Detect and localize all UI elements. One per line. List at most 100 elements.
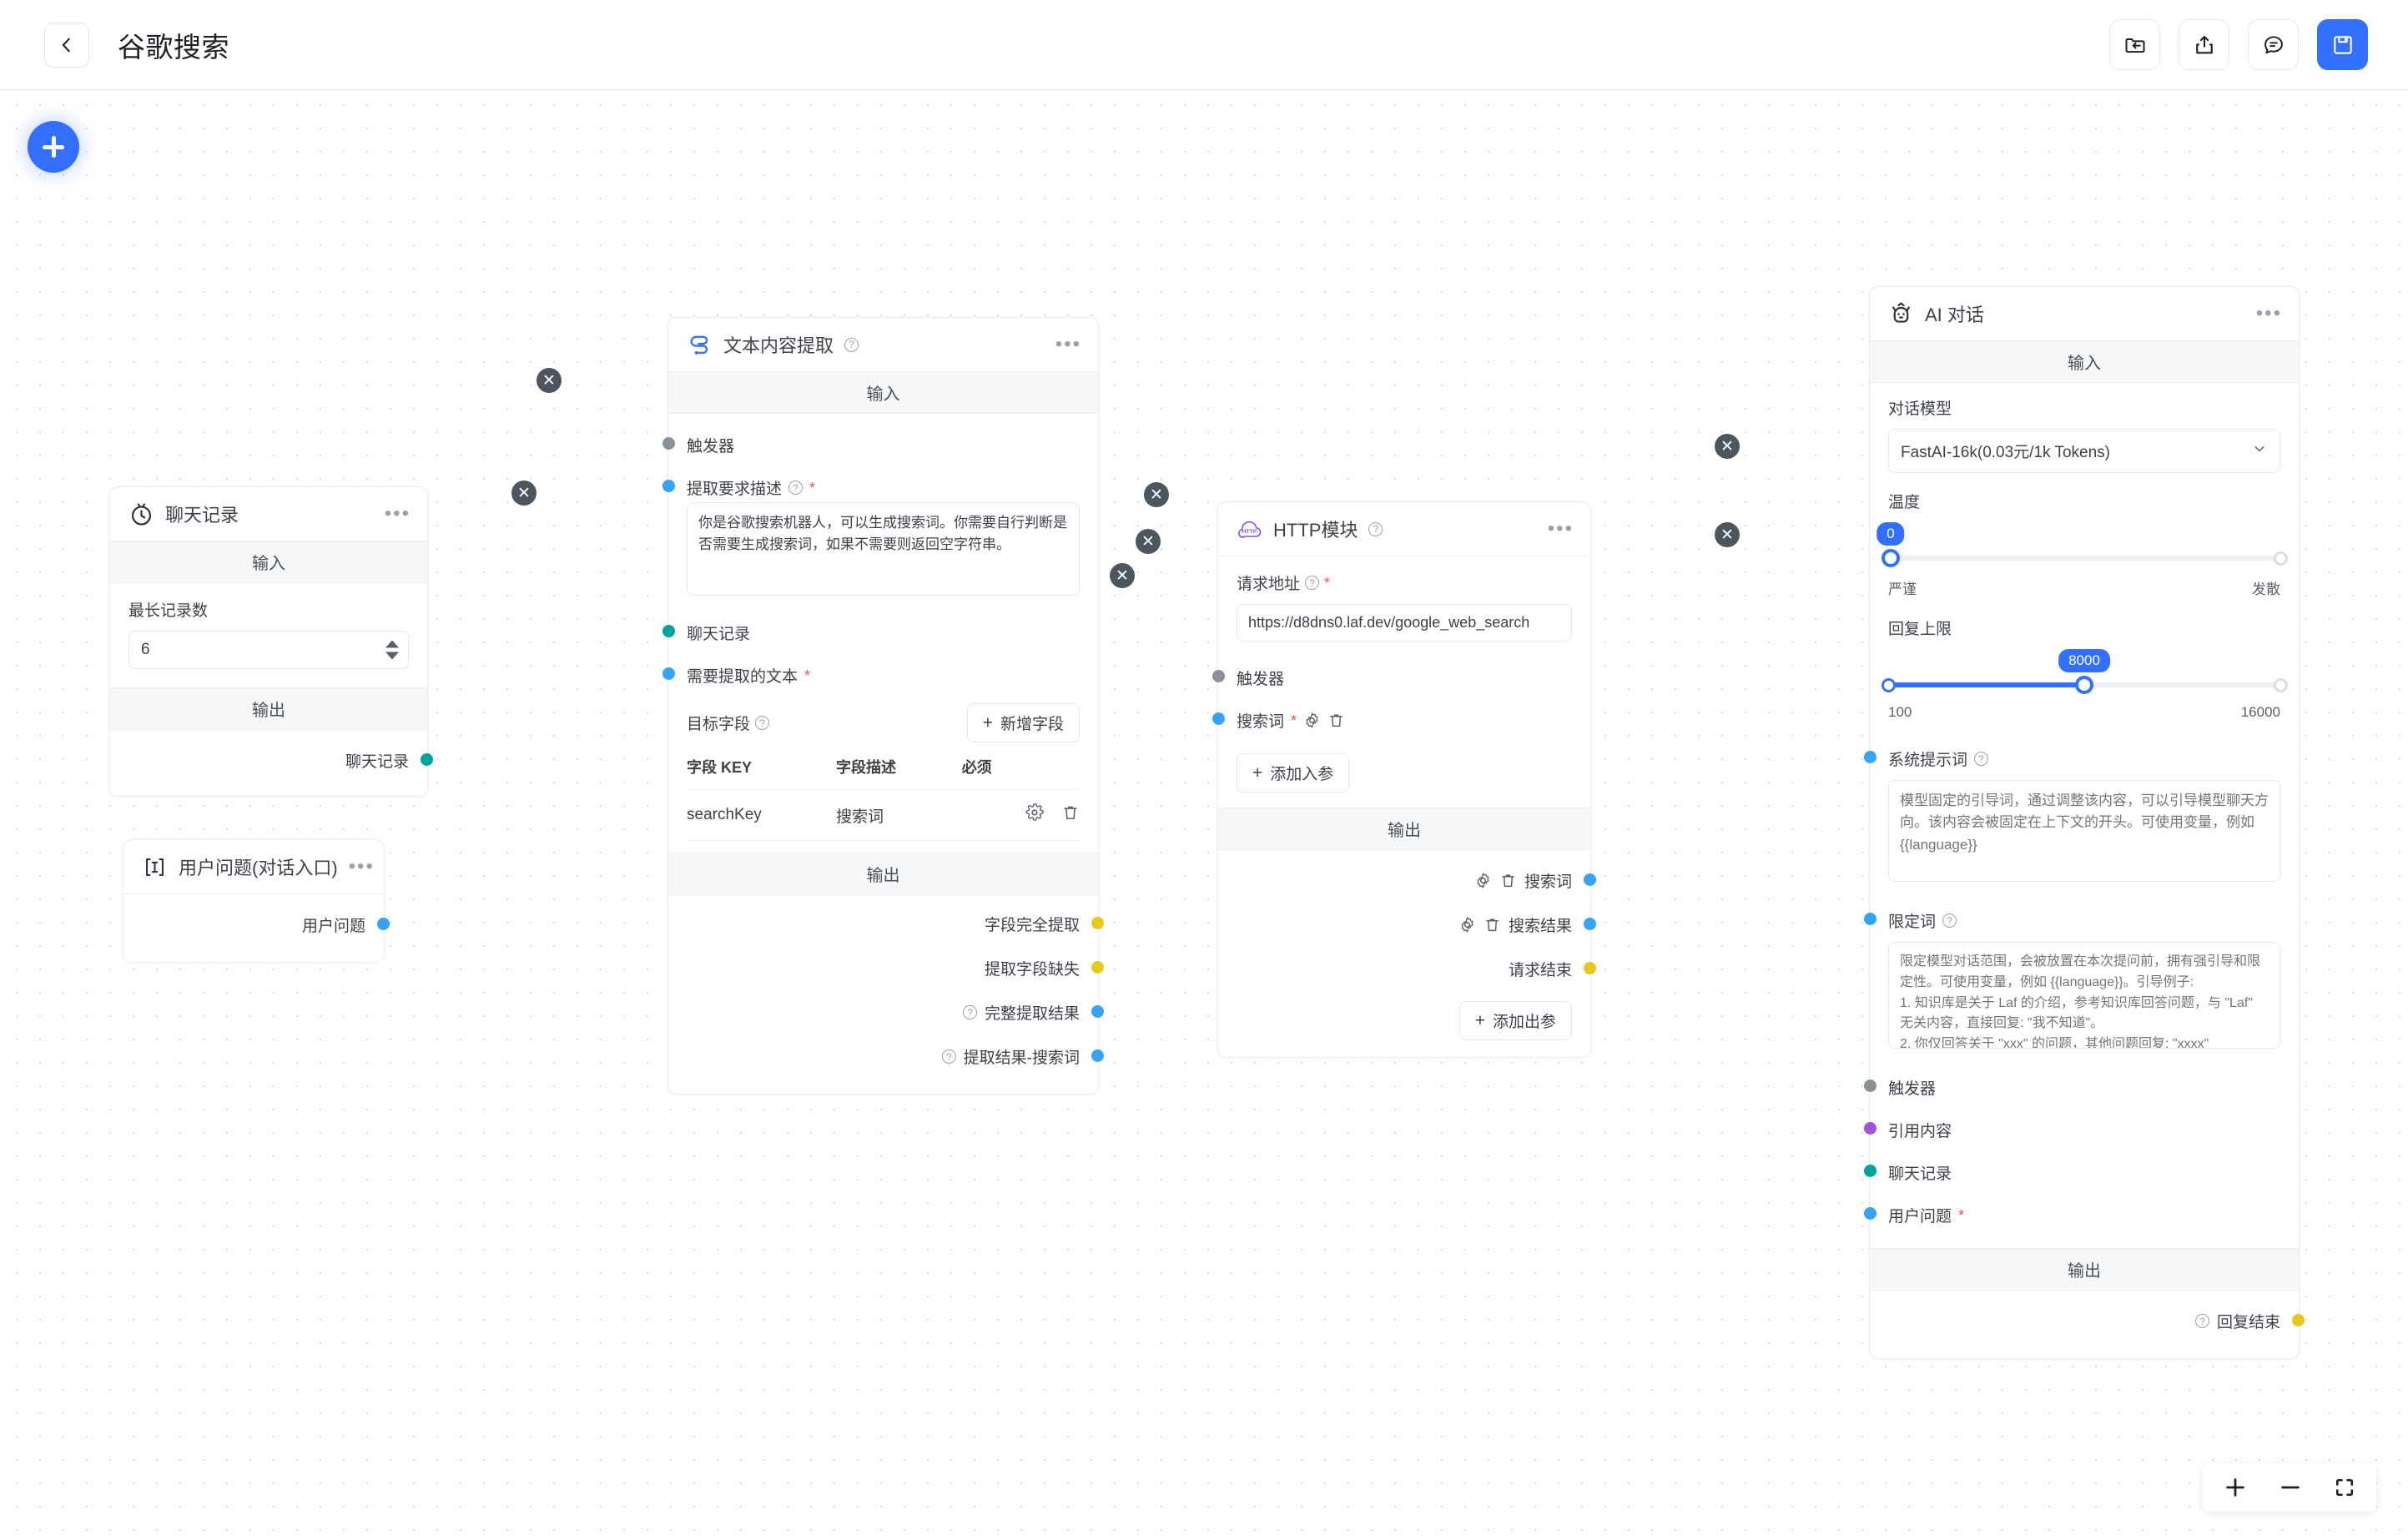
node-ai-chat[interactable]: AI 对话 ••• 输入 对话模型 FastAI-16k(0.03元/1k To… [1864,286,2305,1359]
node-header[interactable]: HTTP HTTP模块 ? ••• [1218,502,1590,556]
max-records-stepper[interactable] [128,631,409,669]
model-select[interactable]: FastAI-16k(0.03元/1k Tokens) [1888,429,2280,473]
input-port-text[interactable] [662,667,675,680]
edge-delete-4[interactable]: ✕ [1136,529,1161,554]
add-input-param-button[interactable]: + 添加入参 [1237,753,1350,793]
gear-icon[interactable] [1025,803,1044,827]
help-icon[interactable]: ? [1368,521,1383,536]
output-port-field-missing[interactable] [1091,961,1104,974]
edge-delete-7[interactable]: ✕ [1715,522,1740,547]
trash-icon[interactable] [1327,712,1345,729]
node-user-question[interactable]: 用户问题(对话入口) ••• 用户问题 [123,839,390,963]
stepper-up-icon[interactable] [385,640,399,648]
input-port-desc[interactable] [662,480,675,492]
add-output-param-button[interactable]: + 添加出参 [1458,1001,1572,1040]
stepper-arrows[interactable] [385,640,399,660]
help-icon[interactable]: ? [844,337,859,352]
node-chat-history[interactable]: 聊天记录 ••• 输入 最长记录数 输出 聊天记录 [109,486,433,797]
input-row-user-question: 用户问题 * [1864,1194,2280,1236]
output-port-search-result[interactable] [1584,918,1596,930]
edge-delete-1[interactable]: ✕ [537,368,562,393]
stepper-down-icon[interactable] [385,652,399,660]
input-port-quote[interactable] [1864,1122,1877,1135]
output-port-full-result[interactable] [1091,1005,1104,1018]
folder-import-button[interactable] [2109,19,2160,70]
input-port-chat-history[interactable] [1864,1165,1877,1177]
node-menu-button[interactable]: ••• [348,855,375,878]
system-prompt-textarea[interactable] [1888,780,2280,882]
edge-delete-5[interactable]: ✕ [1110,563,1135,588]
temperature-knob[interactable] [1882,549,1900,567]
max-tokens-scale: 100 16000 [1888,704,2280,721]
flow-canvas[interactable]: ✕ ✕ ✕ ✕ ✕ ✕ ✕ 聊天记录 ••• 输入 最长记录数 [0,90,2408,1540]
input-port-qualifier[interactable] [1864,913,1877,925]
temperature-knob-max[interactable] [2274,551,2288,566]
output-port-field-complete[interactable] [1091,917,1104,929]
output-port-chat-history[interactable] [421,753,433,766]
http-url-input[interactable] [1237,604,1572,642]
slider-track[interactable] [1888,556,2280,561]
node-menu-button[interactable]: ••• [2255,302,2282,325]
qualifier-textarea[interactable] [1888,942,2280,1049]
node-menu-button[interactable]: ••• [384,502,411,525]
output-port-search-key[interactable] [1584,873,1596,886]
node-text-extract[interactable]: 文本内容提取 ? ••• 输入 触发器 提取要求描述 ? * 你是谷歌搜索机器人… [662,317,1104,1095]
help-icon[interactable]: ? [1974,752,1989,766]
help-icon[interactable]: ? [755,716,770,730]
node-menu-button[interactable]: ••• [1547,517,1574,540]
max-tokens-knob-min[interactable] [1882,678,1896,692]
zoom-out-button[interactable] [2278,1475,2303,1500]
trash-icon[interactable] [1499,872,1517,889]
output-label: 搜索词 [1524,873,1572,891]
zoom-controls[interactable] [2203,1463,2376,1512]
help-icon[interactable]: ? [962,1005,977,1019]
share-export-button[interactable] [2179,19,2229,70]
help-icon[interactable]: ? [1942,913,1957,928]
node-header[interactable]: 文本内容提取 ? ••• [668,318,1098,371]
help-icon[interactable]: ? [2194,1314,2209,1328]
add-node-button[interactable] [28,121,79,173]
edge-delete-6[interactable]: ✕ [1715,434,1740,459]
help-icon[interactable]: ? [1305,576,1320,590]
output-label: 请求结束 [1508,962,1572,979]
add-field-button[interactable]: + 新增字段 [966,703,1080,742]
max-records-input[interactable] [128,631,409,669]
edge-delete-2[interactable]: ✕ [511,481,537,506]
edge-delete-3[interactable]: ✕ [1144,482,1169,507]
node-http-module[interactable]: HTTP HTTP模块 ? ••• 请求地址 ? * 触发器 [1212,501,1596,1058]
max-tokens-slider[interactable]: 8000 [1882,649,2288,706]
save-button[interactable] [2317,19,2368,70]
output-port-request-end[interactable] [1584,962,1596,974]
input-port-search-key[interactable] [1212,712,1225,725]
gear-icon[interactable] [1303,712,1321,729]
trash-icon[interactable] [1061,803,1080,827]
input-port-trigger[interactable] [1212,670,1225,682]
node-header[interactable]: 聊天记录 ••• [110,487,427,541]
input-port-system-prompt[interactable] [1864,751,1877,763]
fit-view-button[interactable] [2333,1476,2356,1499]
trash-icon[interactable] [1484,916,1501,934]
node-header[interactable]: 用户问题(对话入口) ••• [123,840,384,893]
output-port-user-question[interactable] [377,918,390,930]
input-port-trigger[interactable] [1864,1080,1877,1092]
help-icon[interactable]: ? [788,481,804,495]
text-cursor-icon [142,854,168,880]
help-icon[interactable]: ? [941,1049,956,1064]
slider-fill [1888,682,2084,687]
node-menu-button[interactable]: ••• [1055,333,1081,355]
back-button[interactable] [44,22,89,68]
input-port-trigger[interactable] [662,437,675,450]
gear-icon[interactable] [1474,872,1492,889]
input-port-chat-history[interactable] [662,625,675,637]
max-tokens-knob[interactable] [2075,676,2093,694]
input-port-user-question[interactable] [1864,1207,1877,1220]
chat-button[interactable] [2248,19,2299,70]
extract-desc-textarea[interactable]: 你是谷歌搜索机器人，可以生成搜索词。你需要自行判断是否需要生成搜索词，如果不需要… [687,502,1080,596]
max-tokens-knob-max[interactable] [2274,678,2288,692]
node-header[interactable]: AI 对话 ••• [1870,287,2299,340]
zoom-in-button[interactable] [2223,1475,2248,1500]
output-port-reply-end[interactable] [2292,1314,2305,1326]
temperature-slider[interactable]: 0 [1877,522,2288,579]
output-port-search-key[interactable] [1091,1049,1104,1062]
gear-icon[interactable] [1458,916,1476,934]
